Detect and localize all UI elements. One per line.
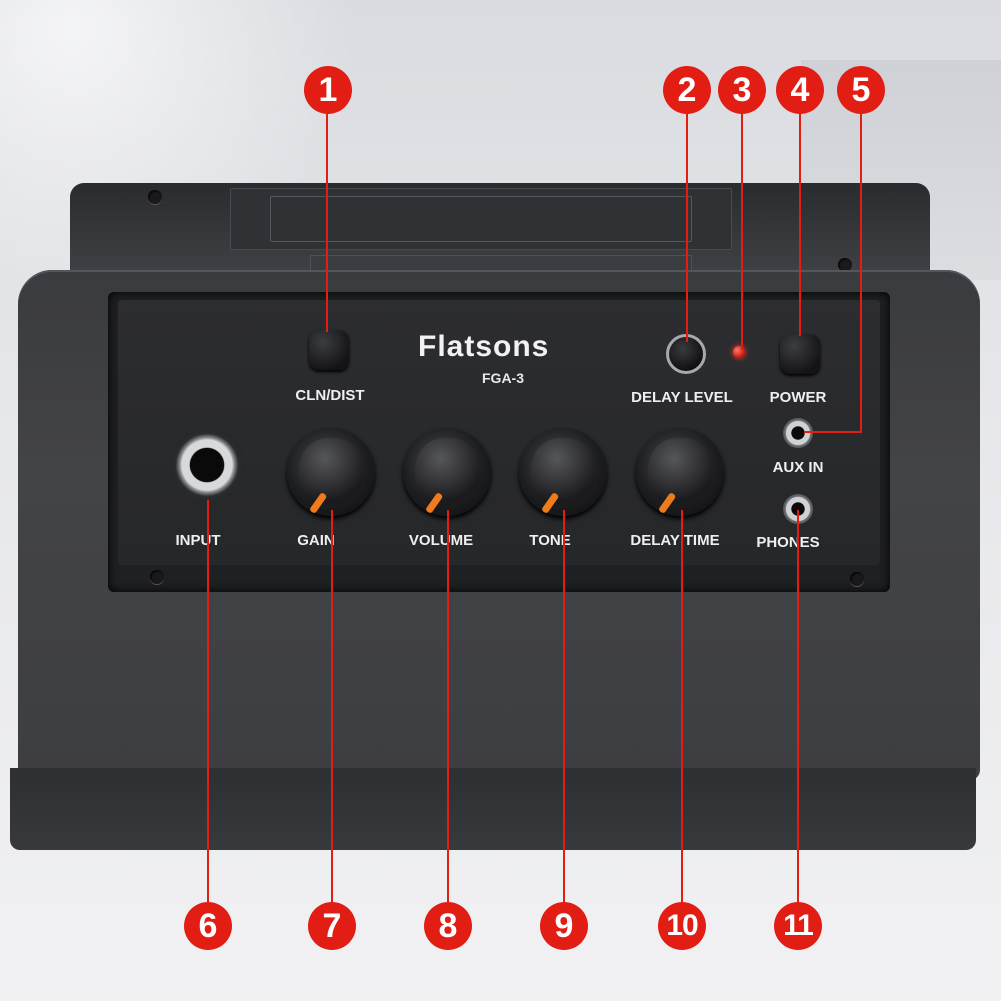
aux-in-label: AUX IN	[772, 459, 824, 476]
callout-line	[326, 110, 328, 332]
callout-line	[331, 510, 333, 905]
callout-5: 5	[837, 66, 885, 114]
knob-cap	[648, 438, 712, 506]
delay-time-label: DELAY TIME	[630, 532, 720, 549]
callout-10: 10	[658, 902, 706, 950]
input-label: INPUT	[175, 532, 221, 549]
power-label: POWER	[769, 389, 827, 406]
amp-top-sticker-inner	[270, 196, 692, 242]
callout-line	[741, 110, 743, 350]
callout-9: 9	[540, 902, 588, 950]
aux-in-jack[interactable]	[783, 418, 813, 448]
callout-line	[804, 431, 862, 433]
volume-knob[interactable]	[403, 428, 491, 516]
cln-dist-label: CLN/DIST	[295, 387, 365, 404]
delay-level-label: DELAY LEVEL	[631, 389, 733, 406]
amp-top-sticker	[230, 188, 732, 250]
callout-8: 8	[424, 902, 472, 950]
gain-label: GAIN	[297, 532, 335, 549]
callout-line	[860, 110, 862, 432]
phones-label: PHONES	[756, 534, 820, 551]
screw-icon	[148, 190, 162, 204]
screw-icon	[838, 258, 852, 272]
power-led	[733, 346, 745, 358]
callout-line	[207, 500, 209, 905]
callout-line	[799, 110, 801, 336]
callout-3: 3	[718, 66, 766, 114]
control-panel	[118, 300, 880, 565]
tone-label: TONE	[529, 532, 571, 549]
cln-dist-button[interactable]	[309, 330, 349, 370]
tone-knob[interactable]	[519, 428, 607, 516]
callout-line	[797, 510, 799, 905]
callout-2: 2	[663, 66, 711, 114]
amp-base	[10, 768, 976, 850]
callout-6: 6	[184, 902, 232, 950]
callout-line	[681, 510, 683, 905]
knob-cap	[299, 438, 363, 506]
volume-label: VOLUME	[408, 532, 474, 549]
callout-7: 7	[308, 902, 356, 950]
power-button[interactable]	[780, 334, 820, 374]
knob-cap	[415, 438, 479, 506]
input-jack[interactable]	[170, 428, 244, 502]
callout-1: 1	[304, 66, 352, 114]
screw-icon	[850, 572, 864, 586]
callout-4: 4	[776, 66, 824, 114]
delay-time-knob[interactable]	[636, 428, 724, 516]
gain-knob[interactable]	[287, 428, 375, 516]
knob-cap	[531, 438, 595, 506]
model-name: FGA-3	[482, 370, 524, 386]
callout-line	[563, 510, 565, 905]
callout-line	[447, 510, 449, 905]
brand-logo: Flatsons	[418, 330, 550, 363]
screw-icon	[150, 570, 164, 584]
callout-11: 11	[774, 902, 822, 950]
callout-line	[686, 110, 688, 342]
